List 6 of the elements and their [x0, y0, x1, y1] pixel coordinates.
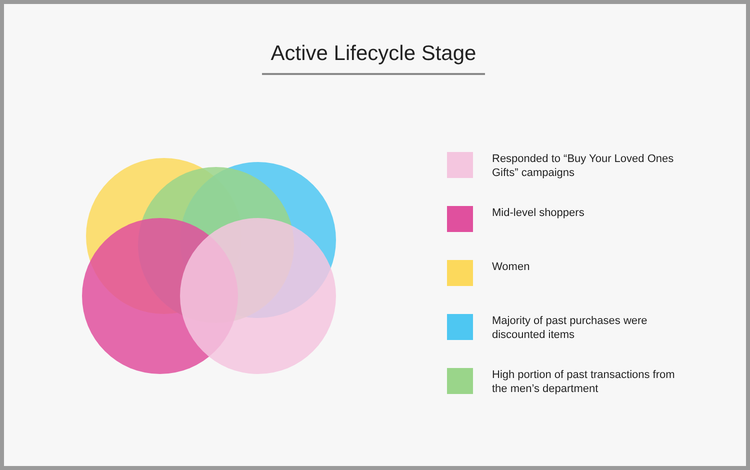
legend-text: Mid-level shoppers — [492, 206, 586, 220]
legend-text: High portion of past transactions from the men’s department — [492, 368, 676, 396]
diagram-title: Active Lifecycle Stage — [270, 42, 478, 66]
legend-text: Responded to “Buy Your Loved Ones Gifts” campaigns — [492, 152, 675, 180]
legend-text: Majority of past purchases were discounted items — [492, 314, 648, 342]
legend-text: Women — [492, 260, 531, 274]
